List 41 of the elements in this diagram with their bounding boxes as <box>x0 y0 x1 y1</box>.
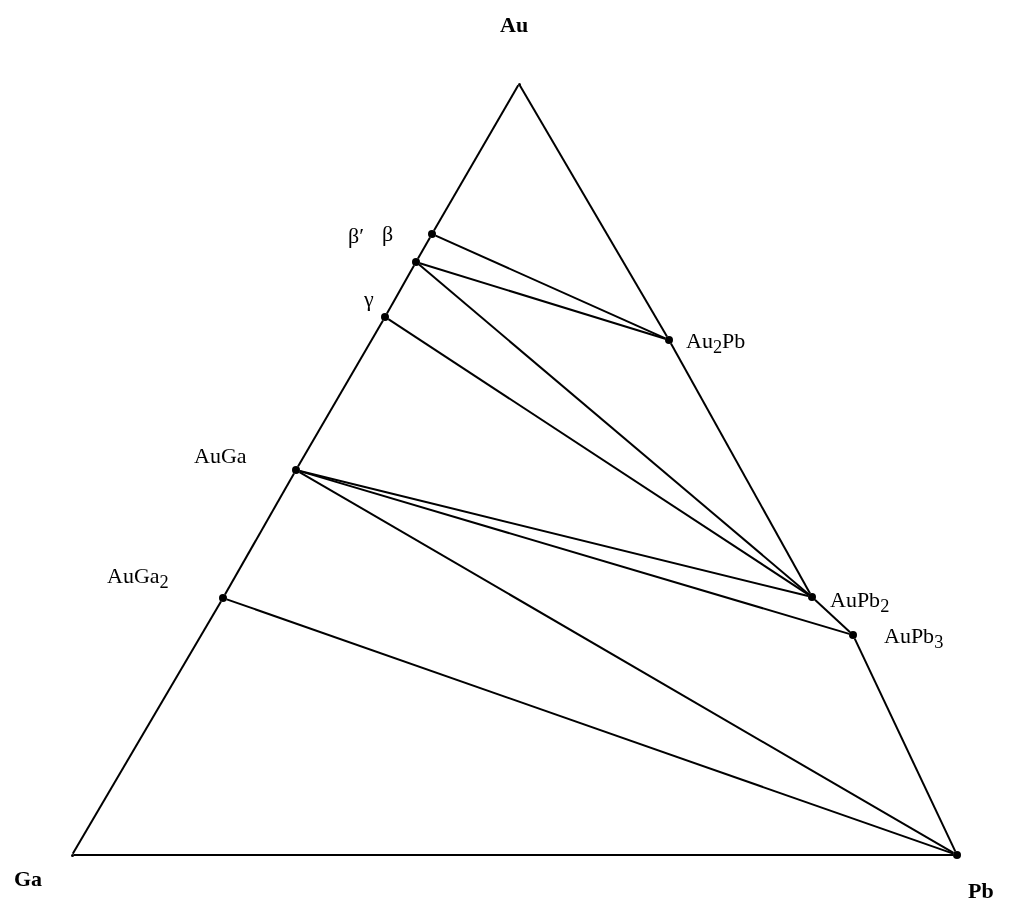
tie-line <box>385 264 416 315</box>
tie-line <box>387 318 810 596</box>
vertex-point <box>70 853 74 857</box>
tie-line <box>298 470 851 635</box>
phase-point <box>381 313 389 321</box>
phase-label: AuGa$_{2}$ <box>107 565 169 592</box>
phase-point <box>219 594 227 602</box>
vertex-point <box>517 82 521 86</box>
tie-line <box>71 600 222 855</box>
phase-label: γ <box>364 288 374 310</box>
phase-label: β <box>382 223 394 245</box>
tie-line <box>669 342 812 595</box>
tie-line <box>853 637 957 853</box>
phase-label: AuPb$_{2}$ <box>830 589 890 616</box>
tie-line <box>72 854 954 856</box>
phase-point <box>292 466 300 474</box>
tie-line <box>298 471 955 854</box>
tie-line <box>434 234 667 340</box>
phase-point <box>412 258 420 266</box>
phase-point <box>808 593 816 601</box>
phase-point <box>849 631 857 639</box>
tie-line <box>813 598 852 634</box>
tie-line <box>417 236 431 260</box>
phase-point <box>428 230 436 238</box>
tie-line <box>224 472 295 596</box>
tie-line <box>418 263 810 596</box>
phase-label: Au$_{2}$Pb <box>686 330 746 357</box>
phase-point <box>665 336 673 344</box>
element-label: Pb <box>968 880 994 902</box>
tie-line <box>298 469 810 598</box>
element-label: Ga <box>14 868 43 890</box>
phase-point <box>953 851 961 859</box>
phase-label: β′ <box>348 225 364 247</box>
tie-line <box>297 319 384 468</box>
phase-label: AuGa <box>194 445 247 467</box>
tie-line <box>418 262 667 340</box>
tie-line <box>518 84 668 338</box>
tie-line <box>433 84 520 232</box>
element-label: Au <box>500 14 529 36</box>
tie-line <box>225 598 955 855</box>
phase-label: AuPb$_{3}$ <box>884 625 944 652</box>
